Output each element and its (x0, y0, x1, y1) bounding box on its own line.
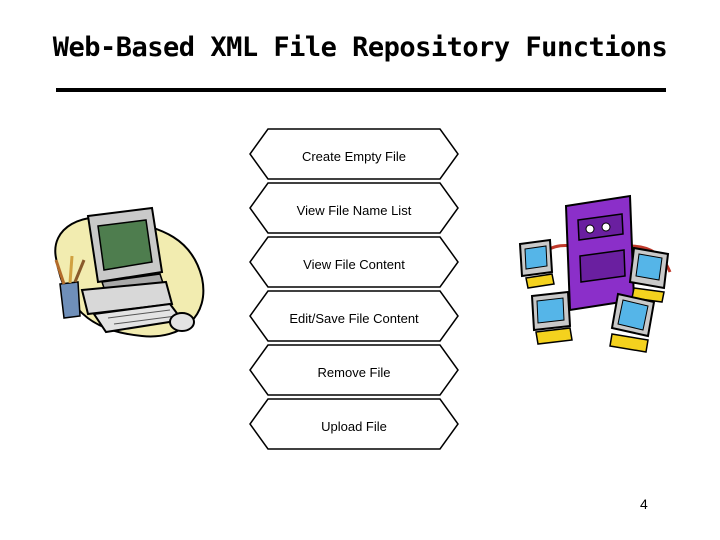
function-label-list: View File Name List (296, 203, 412, 218)
double-arrow-2 (249, 182, 459, 234)
double-arrow-1 (249, 128, 459, 180)
network-server-icon (518, 194, 672, 353)
slide-title: Web-Based XML File Repository Functions (52, 32, 668, 63)
double-arrow-6 (249, 398, 459, 450)
double-arrow-5 (249, 344, 459, 396)
function-label-view: View File Content (303, 257, 405, 272)
function-label-edit: Edit/Save File Content (289, 311, 419, 326)
double-arrow-3 (249, 236, 459, 288)
desktop-computer-icon (54, 206, 205, 338)
function-arrows (249, 128, 459, 450)
title-underline (56, 88, 666, 92)
double-arrow-4 (249, 290, 459, 342)
page-number: 4 (640, 496, 648, 512)
function-label-create: Create Empty File (301, 149, 407, 164)
function-label-upload: Upload File (321, 419, 387, 434)
function-label-remove: Remove File (317, 365, 391, 380)
